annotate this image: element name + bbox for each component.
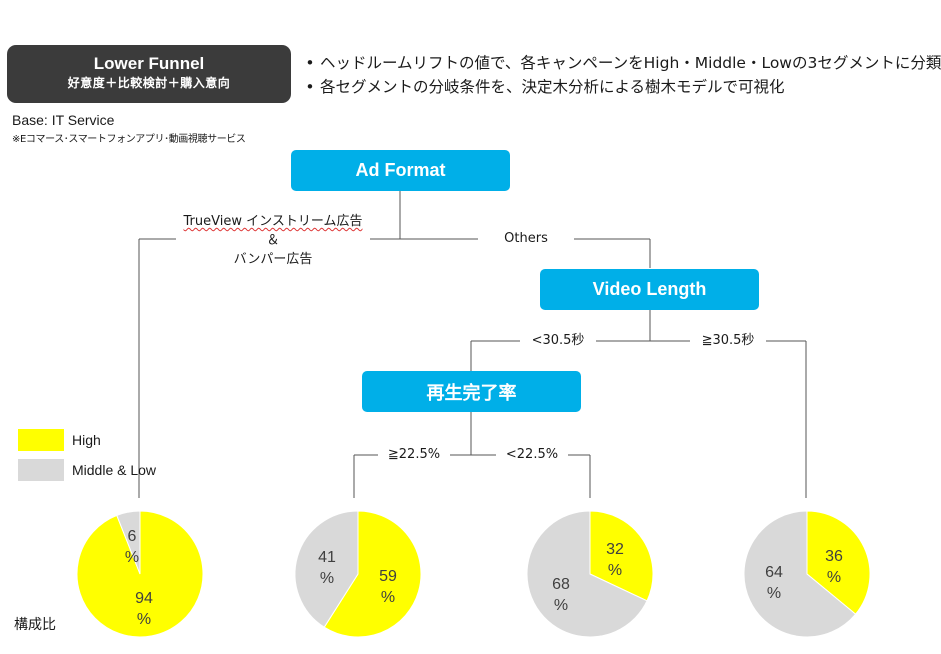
description-item: 各セグメントの分岐条件を、決定木分析による樹木モデルで可視化: [300, 75, 941, 99]
pie-chart-lt-22-5: [526, 510, 654, 638]
pie-slice-high: [806, 510, 871, 615]
description-list: ヘッドルームリフトの値で、各キャンペーンをHigh・Middle・Lowの3セグ…: [300, 51, 941, 99]
branch-label-ge-30-5: ≧30.5秒: [690, 331, 766, 351]
composition-label: 構成比: [14, 617, 56, 633]
legend-label-middle-low: Middle & Low: [72, 462, 157, 478]
pie-slice-high: [589, 510, 654, 602]
branch-label-lt-30-5: <30.5秒: [520, 331, 596, 351]
pie-slice-high: [323, 510, 422, 638]
connector-completion-rate: [353, 412, 591, 498]
pie-slice-middle-low: [294, 510, 359, 628]
pie-slice-middle-low: [526, 510, 648, 638]
branch-label-others: Others: [478, 229, 574, 249]
description-item: ヘッドルームリフトの値で、各キャンペーンをHigh・Middle・Lowの3セグ…: [300, 51, 941, 75]
segment-title-box: Lower Funnel 好意度＋比較検討＋購入意向: [7, 45, 291, 103]
pie-label-middle-low: 68%: [552, 576, 570, 614]
branch-label-trueview: TrueView インストリーム広告 ＆ バンパー広告: [176, 212, 370, 269]
pie-slice-middle-low: [743, 510, 857, 638]
segment-subtitle: 好意度＋比較検討＋購入意向: [67, 76, 231, 90]
connector-video-length: [470, 310, 807, 498]
segment-title: Lower Funnel: [93, 54, 205, 73]
legend-label-high: High: [72, 432, 101, 448]
base-label: Base: IT Service: [12, 112, 115, 128]
node-video-length: Video Length: [540, 269, 759, 310]
connector-root: [138, 191, 651, 498]
pie-label-middle-low: 64%: [765, 564, 783, 602]
legend-swatch-middle-low: [18, 459, 64, 481]
legend-swatch-high: [18, 429, 64, 451]
pie-chart-ge-22-5: [294, 510, 422, 638]
pie-label-high: 32%: [606, 541, 624, 579]
pie-label-middle-low: 6%: [124, 528, 140, 566]
pie-label-high: 36%: [825, 548, 843, 586]
branch-label-ge-22-5: ≧22.5%: [378, 445, 450, 465]
pie-label-middle-low: 41%: [318, 549, 336, 587]
branch-label-lt-22-5: <22.5%: [496, 445, 568, 465]
pie-chart-trueview: [76, 510, 204, 638]
pie-label-high: 59%: [379, 568, 397, 606]
node-completion-rate: 再生完了率: [362, 371, 581, 412]
node-ad-format: Ad Format: [291, 150, 510, 191]
pie-chart-ge-30-5: [743, 510, 871, 638]
base-note: ※Eコマース･スマートフォンアプリ･動画視聴サービス: [12, 134, 246, 145]
pie-label-high: 94%: [135, 590, 153, 628]
pie-slice-middle-low: [116, 510, 141, 575]
